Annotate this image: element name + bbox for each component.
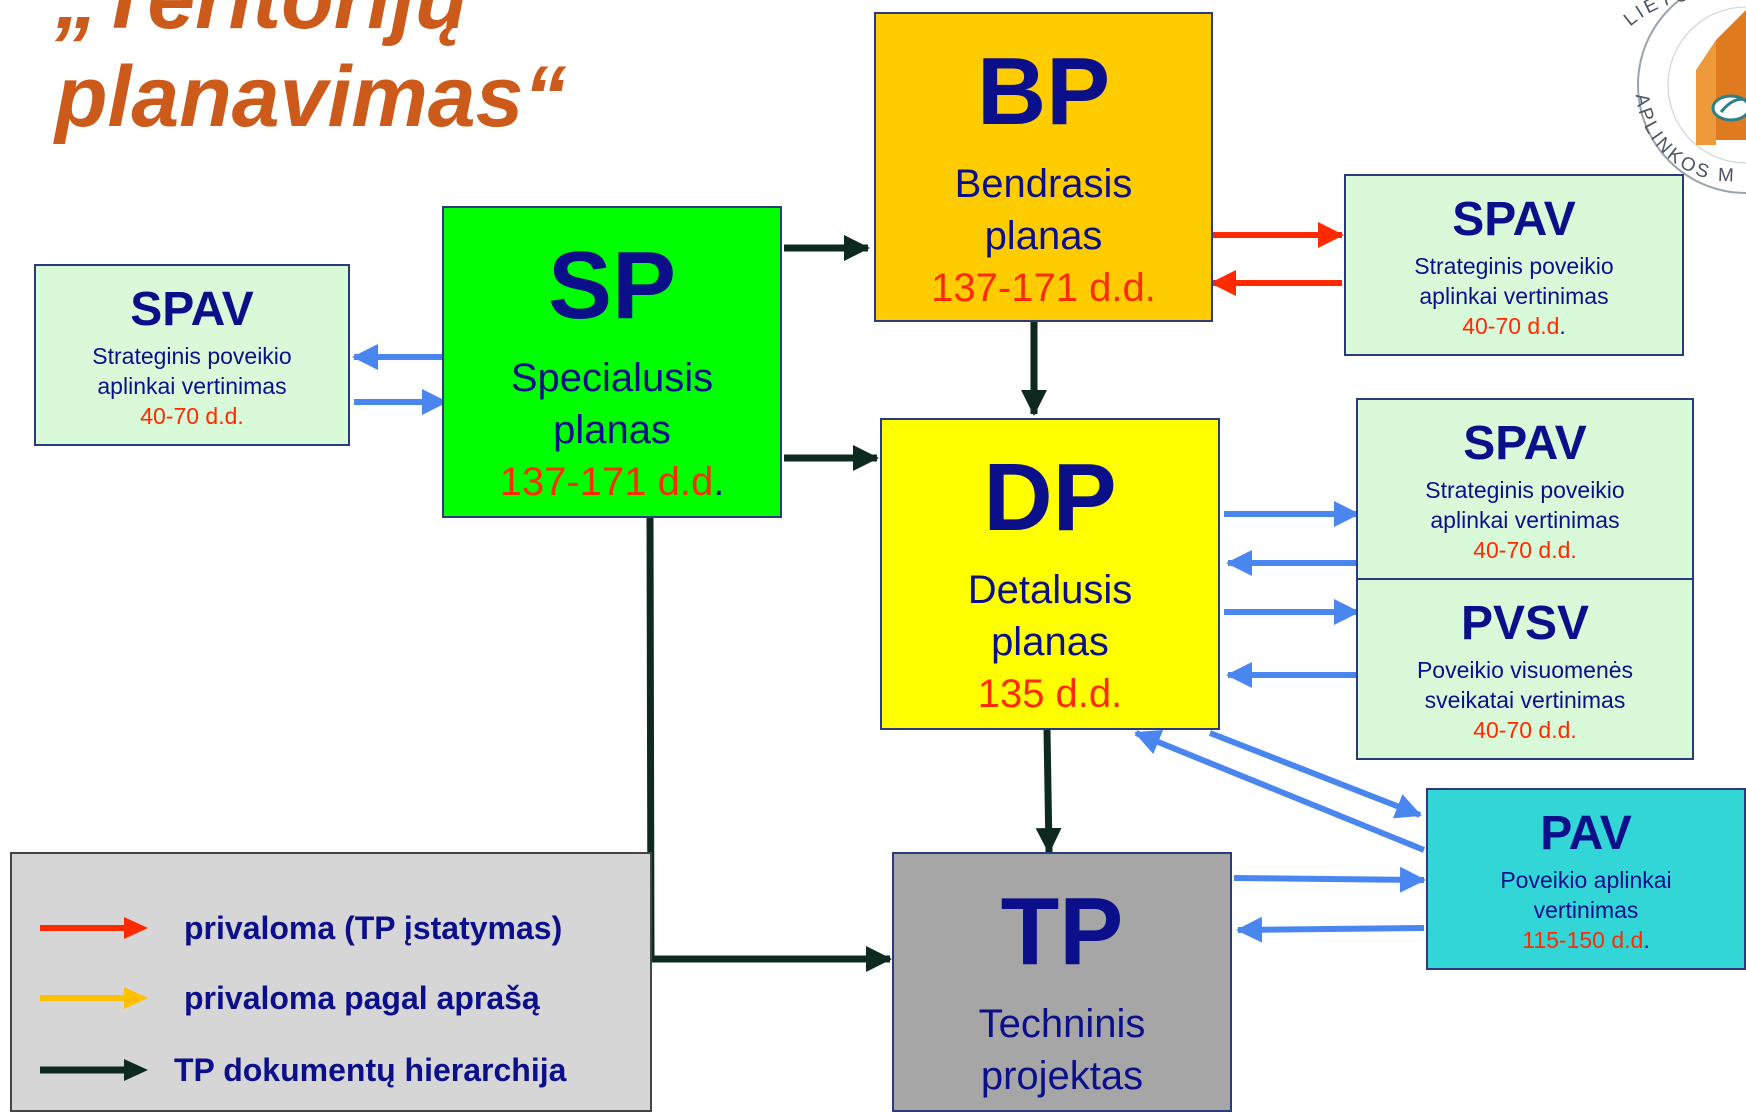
legend-dark-arrow-icon xyxy=(40,1059,148,1081)
legend-item-mandatory-description: privaloma pagal aprašą xyxy=(12,978,652,1018)
tp-name-line-1: Techninis xyxy=(978,1002,1146,1046)
pvsv-abbr: PVSV xyxy=(1460,597,1590,650)
pav-desc-line-2: vertinimas xyxy=(1533,896,1639,923)
spav-bp-desc-line-1: Strateginis poveikio xyxy=(1414,253,1614,279)
tp-abbr: TP xyxy=(1000,878,1124,985)
spav-dp-desc-line-1: Strateginis poveikio xyxy=(1425,477,1625,503)
sp-box: SP Specialusis planas 137-171 d.d. xyxy=(442,206,782,518)
tp-box: TP Techninis projektas xyxy=(892,852,1232,1112)
sp-name-line-1: Specialusis xyxy=(510,356,714,400)
arrow-tp-to-pav xyxy=(1233,866,1426,893)
pvsv-duration: 40-70 d.d. xyxy=(1473,716,1577,743)
page-title: „Teritorijų planavimas“ xyxy=(55,0,566,146)
arrow-pav-to-dp xyxy=(1134,729,1426,853)
ministry-logo: LIETU APLINKOS M xyxy=(1596,0,1746,200)
dp-duration: 135 d.d. xyxy=(977,672,1123,716)
spav-sp-desc-line-2: aplinkai vertinimas xyxy=(97,372,287,399)
dp-name-line-1: Detalusis xyxy=(967,568,1133,612)
legend-label-hierarchy: TP dokumentų hierarchija xyxy=(174,1052,567,1088)
pvsv-desc-line-2: sveikatai vertinimas xyxy=(1424,686,1626,713)
legend: privaloma (TP įstatymas) privaloma pagal… xyxy=(10,852,652,1112)
spav-bp-duration-line: 40-70 d.d. xyxy=(1346,312,1682,342)
spav-sp-box: SPAV Strateginis poveikio aplinkai verti… xyxy=(34,264,350,446)
spav-bp-duration: 40-70 d.d xyxy=(1462,312,1560,339)
pav-abbr: PAV xyxy=(1540,807,1632,860)
sp-abbr: SP xyxy=(547,232,677,339)
spav-bp-abbr: SPAV xyxy=(1452,193,1576,246)
spav-sp-abbr: SPAV xyxy=(130,283,254,336)
pav-duration-tail: . xyxy=(1643,926,1650,953)
title-line-2: planavimas“ xyxy=(55,49,567,145)
spav-sp-desc-line-1: Strateginis poveikio xyxy=(92,343,292,369)
bp-box: BP Bendrasis planas 137-171 d.d. xyxy=(874,12,1213,322)
ministry-logo-emblem: LIETU APLINKOS M xyxy=(1620,0,1746,194)
arrow-dp-to-pav xyxy=(1208,730,1422,819)
pav-box: PAV Poveikio aplinkai vertinimas 115-150… xyxy=(1426,788,1746,970)
legend-label-mandatory-description: privaloma pagal aprašą xyxy=(184,980,540,1016)
sp-duration-tail: . xyxy=(713,460,725,504)
title-line-1: „Teritorijų xyxy=(55,0,566,48)
spav-bp-desc-line-2: aplinkai vertinimas xyxy=(1419,282,1609,309)
legend-item-mandatory-law: privaloma (TP įstatymas) xyxy=(12,908,652,948)
legend-item-hierarchy: TP dokumentų hierarchija xyxy=(12,1050,652,1090)
spav-dp-desc-line-2: aplinkai vertinimas xyxy=(1430,506,1620,533)
arrow-pav-to-tp xyxy=(1236,916,1425,943)
dp-abbr: DP xyxy=(983,444,1117,551)
pvsv-desc-line-1: Poveikio visuomenės xyxy=(1416,657,1634,683)
bp-name-line-1: Bendrasis xyxy=(954,162,1133,206)
spav-dp-box: SPAV Strateginis poveikio aplinkai verti… xyxy=(1356,398,1694,580)
pav-desc-line-1: Poveikio aplinkai xyxy=(1500,867,1672,893)
dp-name-line-2: planas xyxy=(991,620,1109,664)
bp-duration: 137-171 d.d. xyxy=(931,266,1156,310)
pav-duration: 115-150 d.d xyxy=(1522,926,1644,953)
arrow-sp-to-tp xyxy=(646,517,892,972)
spav-dp-abbr: SPAV xyxy=(1463,417,1587,470)
spav-bp-box: SPAV Strateginis poveikio aplinkai verti… xyxy=(1344,174,1684,356)
pvsv-box: PVSV Poveikio visuomenės sveikatai verti… xyxy=(1356,578,1694,760)
spav-dp-duration: 40-70 d.d. xyxy=(1473,536,1577,563)
legend-label-mandatory-law: privaloma (TP įstatymas) xyxy=(184,910,563,946)
arrow-dp-to-tp xyxy=(1035,729,1062,854)
dp-box: DP Detalusis planas 135 d.d. xyxy=(880,418,1220,730)
bp-abbr: BP xyxy=(976,38,1111,145)
bp-name-line-2: planas xyxy=(984,214,1103,258)
pav-duration-line: 115-150 d.d. xyxy=(1428,926,1744,956)
legend-yellow-arrow-icon xyxy=(40,987,148,1009)
legend-red-arrow-icon xyxy=(40,917,148,939)
tp-name-line-2: projektas xyxy=(980,1054,1144,1098)
spav-bp-duration-tail: . xyxy=(1559,312,1566,339)
sp-name-line-2: planas xyxy=(553,408,671,452)
spav-sp-duration: 40-70 d.d. xyxy=(140,402,244,429)
sp-duration: 137-171 d.d xyxy=(499,460,714,504)
sp-duration-line: 137-171 d.d. xyxy=(444,456,780,508)
